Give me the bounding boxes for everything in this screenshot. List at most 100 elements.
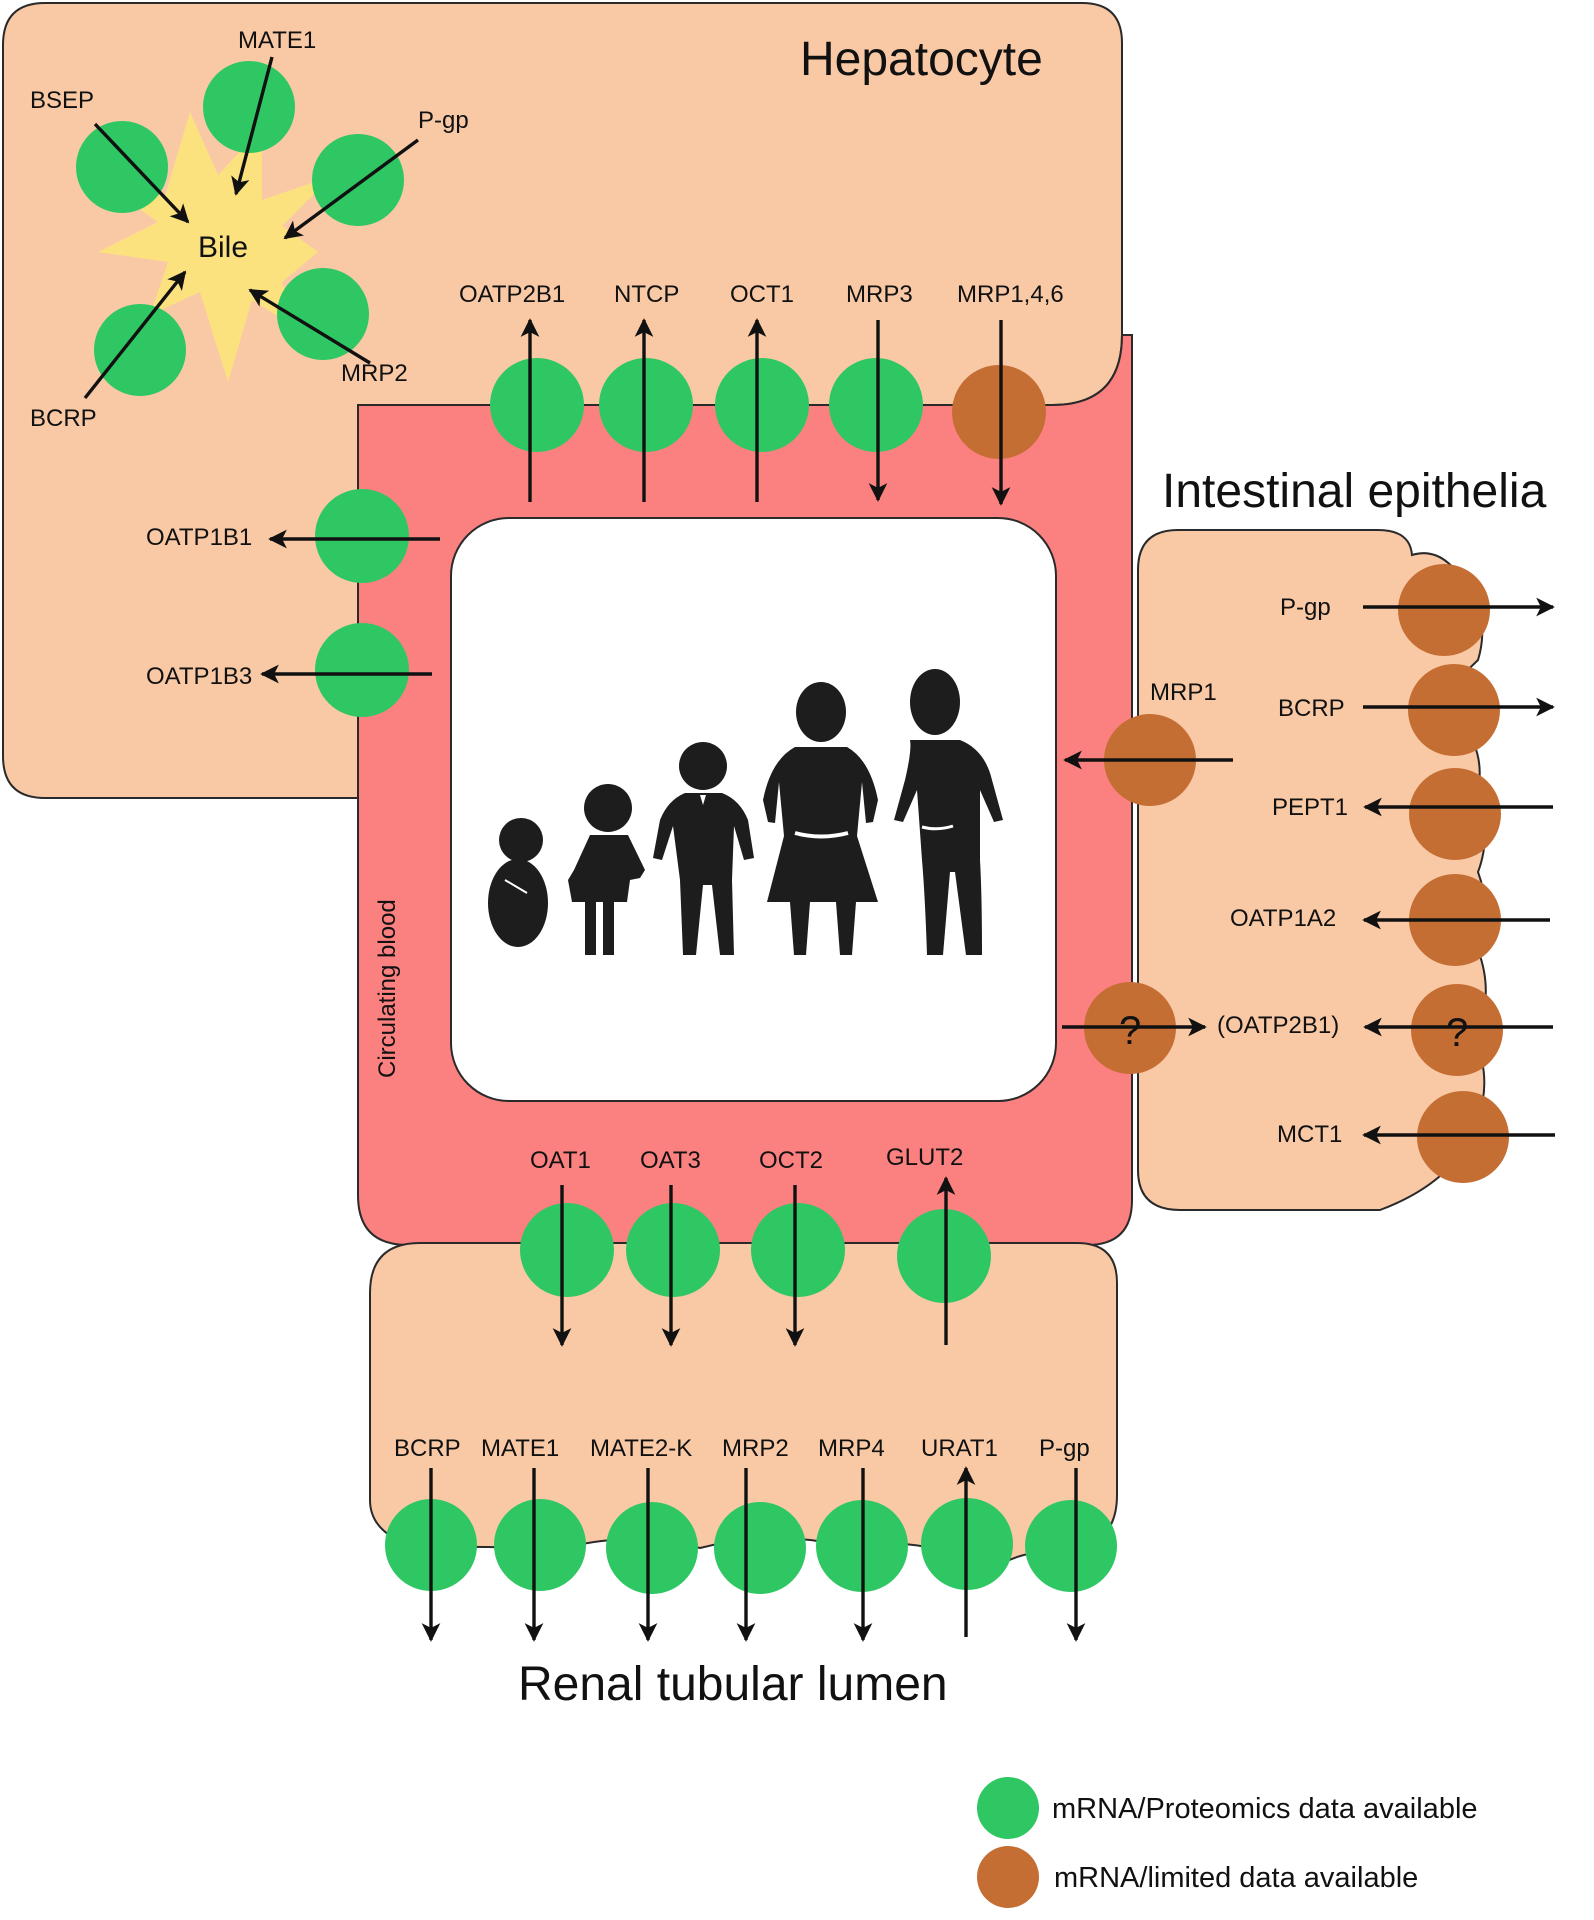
transporter-label: MATE2-K	[590, 1435, 692, 1462]
renal-basolateral-transporter: OCT2	[751, 1147, 845, 1347]
bile-label: Bile	[198, 231, 248, 264]
bile-transporter: BSEP	[30, 87, 190, 224]
transport-arrow	[83, 270, 187, 400]
transporter-label: OAT3	[640, 1147, 701, 1174]
transporter-label: NTCP	[614, 281, 679, 308]
bile-transporter: MRP2	[248, 268, 408, 387]
renal-apical-transporter: MATE1	[481, 1435, 586, 1642]
transporter-label: OATP1B3	[146, 663, 252, 690]
intestinal-transporter: PEPT1	[1272, 768, 1553, 860]
transporter-circle	[829, 358, 923, 452]
renal-apical-transporter: P-gp	[1025, 1435, 1117, 1642]
transporter-circle	[94, 304, 186, 396]
transporter-circle	[203, 61, 295, 153]
transporter-circle	[315, 489, 409, 583]
intestinal-title: Intestinal epithelia	[1162, 465, 1547, 518]
transporter-circle	[1411, 984, 1503, 1076]
transporter-circle	[490, 358, 584, 452]
transporter-label: P-gp	[418, 107, 469, 134]
bile-canaliculus	[98, 112, 332, 382]
transporter-label: (OATP2B1)	[1217, 1012, 1339, 1039]
transporter-label: MRP1,4,6	[957, 281, 1064, 308]
transporter-label: MRP3	[846, 281, 913, 308]
transporter-label: P-gp	[1039, 1435, 1090, 1462]
transporter-circle	[626, 1203, 720, 1297]
population-silhouettes	[488, 669, 1003, 955]
intestinal-transporter: OATP1A2	[1230, 874, 1550, 966]
hepatocyte-transporter: OATP1B1	[146, 489, 440, 583]
bile-transporter: P-gp	[283, 107, 469, 240]
transport-arrow	[93, 122, 190, 224]
question-mark: ?	[1446, 1011, 1468, 1055]
transporter-circle	[277, 268, 369, 360]
transporter-circle	[315, 623, 409, 717]
legend-label: mRNA/Proteomics data available	[1052, 1793, 1478, 1825]
intestinal-transporter: ? ? (OATP2B1)	[1062, 982, 1553, 1076]
blood-label: Circulating blood	[374, 899, 401, 1078]
transporter-label: BCRP	[394, 1435, 461, 1462]
renal-apical-transporter: MRP2	[714, 1435, 806, 1642]
adolescent-silhouette	[763, 682, 878, 955]
hepatocyte-transporter: OATP1B3	[146, 623, 432, 717]
renal-apical-transporter: BCRP	[385, 1435, 477, 1642]
transporter-label: BSEP	[30, 87, 94, 114]
intestinal-transporter: MRP1	[1063, 679, 1233, 806]
transport-arrow	[248, 288, 371, 365]
transporter-circle	[751, 1203, 845, 1297]
transporter-label: OATP1A2	[1230, 905, 1336, 932]
transporter-circle	[520, 1203, 614, 1297]
transporter-label: OAT1	[530, 1147, 591, 1174]
transporter-label: MRP4	[818, 1435, 885, 1462]
adult-silhouette	[894, 669, 1003, 955]
hepatocyte-transporter: MRP3	[829, 281, 923, 502]
transporter-circle	[1408, 664, 1500, 756]
transporter-circle	[606, 1502, 698, 1594]
transport-arrow	[231, 56, 274, 196]
legend-swatch-limited-data	[977, 1846, 1039, 1908]
renal-basolateral-transporter: OAT3	[626, 1147, 720, 1347]
bile-transporter: BCRP	[30, 270, 187, 432]
intestinal-transporter: P-gp	[1280, 564, 1555, 656]
transporter-label: BCRP	[30, 405, 97, 432]
transporter-circle	[1398, 564, 1490, 656]
renal-basolateral-transporter: OAT1	[520, 1147, 614, 1347]
renal-basolateral-transporter: GLUT2	[886, 1144, 991, 1345]
transporter-label: MRP1	[1150, 679, 1217, 706]
hepatocyte-transporter: NTCP	[599, 281, 693, 502]
transporter-circle	[1409, 768, 1501, 860]
transporter-label: OCT2	[759, 1147, 823, 1174]
transporter-label: PEPT1	[1272, 794, 1348, 821]
renal-apical-transporter: MATE2-K	[590, 1435, 698, 1642]
hepatocyte-transporter: OCT1	[715, 281, 809, 502]
transporter-circle	[715, 358, 809, 452]
transporter-circle	[76, 121, 168, 213]
transporter-label: MATE1	[481, 1435, 559, 1462]
hepatocyte-transporter: OATP2B1	[459, 281, 584, 502]
intestinal-transporter: MCT1	[1277, 1091, 1555, 1183]
transporter-circle	[714, 1502, 806, 1594]
transporter-label: MRP2	[341, 360, 408, 387]
hepatocyte-transporter: MRP1,4,6	[952, 281, 1064, 506]
toddler-silhouette	[568, 784, 645, 955]
transport-arrow	[283, 138, 420, 240]
transporter-label: MCT1	[1277, 1121, 1342, 1148]
transporter-label: BCRP	[1278, 695, 1345, 722]
transporter-label: OATP1B1	[146, 524, 252, 551]
transporter-circle	[599, 358, 693, 452]
infant-silhouette	[488, 818, 548, 947]
population-panel	[450, 517, 1057, 1102]
question-mark: ?	[1119, 1009, 1141, 1053]
renal-apical-transporter: MRP4	[816, 1435, 908, 1642]
child-silhouette	[653, 742, 754, 955]
renal-title: Renal tubular lumen	[518, 1658, 948, 1711]
transporter-circle	[494, 1499, 586, 1591]
transporter-circle	[1025, 1500, 1117, 1592]
intestinal-transporter: BCRP	[1278, 664, 1555, 756]
legend: mRNA/Proteomics data available mRNA/limi…	[977, 1777, 1478, 1908]
transporter-label: OCT1	[730, 281, 794, 308]
legend-swatch-data-available	[977, 1777, 1039, 1839]
transporter-label: P-gp	[1280, 594, 1331, 621]
transporter-label: URAT1	[921, 1435, 998, 1462]
transporter-circle	[1417, 1091, 1509, 1183]
